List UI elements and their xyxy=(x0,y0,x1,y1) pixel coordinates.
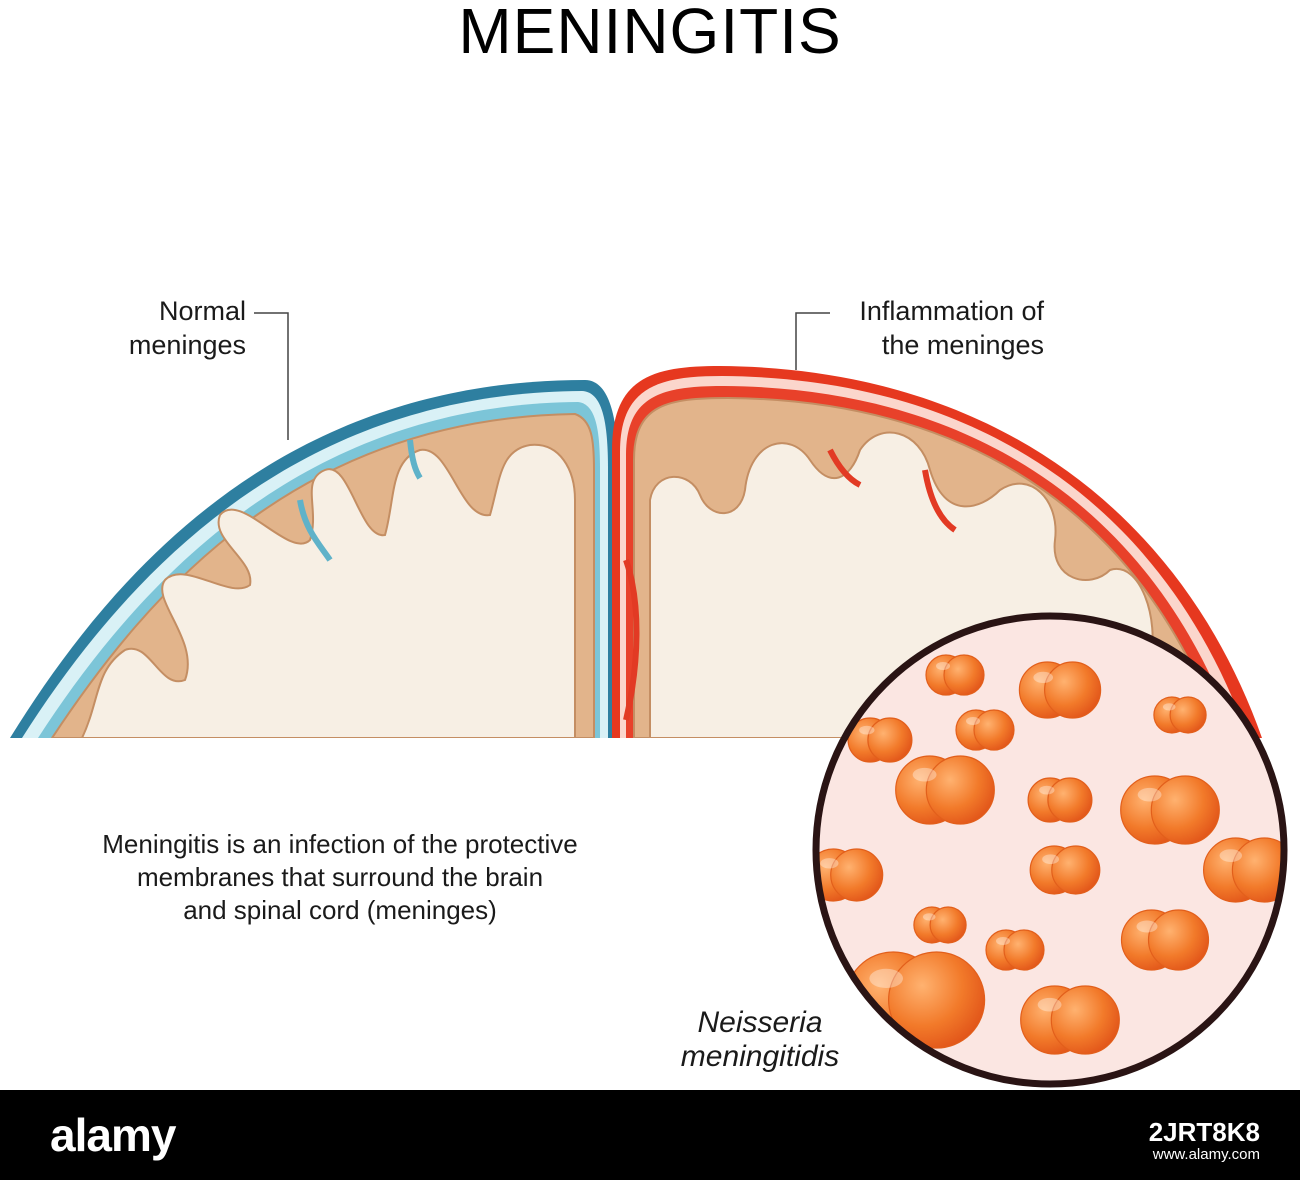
diplococcus-cell xyxy=(985,929,1045,971)
cell-highlight xyxy=(996,937,1010,945)
normal-sulcus xyxy=(297,499,333,562)
bacteria-species-label: Neisseria meningitidis xyxy=(640,1006,880,1074)
coccus xyxy=(1051,845,1101,895)
page-title: MENINGITIS xyxy=(458,0,842,67)
inflamed-meninges-label: Inflammation of the meninges xyxy=(790,294,1044,362)
normal-sulcus xyxy=(407,439,423,480)
coccus xyxy=(1043,661,1102,719)
cell-highlight xyxy=(912,767,937,782)
normal-hemisphere xyxy=(10,380,618,738)
watermark-site: www.alamy.com xyxy=(1152,1146,1260,1163)
coccus xyxy=(943,654,985,696)
description-text: Meningitis is an infection of the protec… xyxy=(40,828,640,927)
coccus xyxy=(1050,985,1120,1055)
coccus xyxy=(1147,909,1210,971)
coccus xyxy=(973,709,1015,751)
cell-highlight xyxy=(1033,671,1053,684)
cell-highlight xyxy=(1162,703,1176,711)
inflamed-sulcus xyxy=(922,469,957,533)
diplococcus-cell xyxy=(1120,909,1210,971)
watermark-brand: alamy xyxy=(50,1109,176,1161)
coccus xyxy=(830,848,884,902)
cell-highlight xyxy=(922,913,936,921)
inflamed-leader-line xyxy=(795,312,830,370)
coccus xyxy=(1150,775,1220,845)
cell-highlight xyxy=(1039,785,1055,795)
coccus xyxy=(1169,696,1207,734)
coccus xyxy=(1047,777,1093,823)
diplococcus-cell xyxy=(925,654,985,696)
diplococcus-cell xyxy=(955,709,1015,751)
coccus xyxy=(867,717,913,763)
normal-meninges-label: Normal meninges xyxy=(80,294,246,362)
cell-highlight xyxy=(1137,787,1162,802)
cell-highlight xyxy=(820,858,839,869)
bacteria-cells xyxy=(816,654,1284,1055)
cell-highlight xyxy=(869,968,903,989)
diplococcus-cell xyxy=(1020,985,1120,1055)
normal-label-line: meninges xyxy=(128,330,246,360)
normal-leader-line xyxy=(254,312,289,440)
cell-highlight xyxy=(1219,849,1243,862)
cell-highlight xyxy=(859,725,875,735)
diplococcus-cell xyxy=(895,755,995,825)
diplococcus-cell xyxy=(913,906,967,944)
watermark-image-id: 2JRT8K8 xyxy=(1148,1117,1260,1147)
diplococcus-cell xyxy=(1120,775,1220,845)
description-line: Meningitis is an infection of the protec… xyxy=(102,829,578,859)
cell-highlight xyxy=(1037,997,1062,1012)
diplococcus-cell xyxy=(847,717,913,763)
diplococcus-cell xyxy=(1153,696,1207,734)
coccus xyxy=(1003,929,1045,971)
coccus xyxy=(925,755,995,825)
diplococcus-cell xyxy=(1029,845,1101,895)
inflamed-sulcus xyxy=(623,559,640,721)
watermark-footer: alamy 2JRT8K8 www.alamy.com xyxy=(0,1090,1300,1180)
description-line: membranes that surround the brain xyxy=(136,862,544,892)
inflamed-label-line: Inflammation of xyxy=(859,296,1044,326)
coccus xyxy=(929,906,967,944)
cell-highlight xyxy=(1136,920,1158,933)
cell-highlight xyxy=(936,662,950,670)
species-genus: Neisseria xyxy=(697,1006,823,1039)
cell-highlight xyxy=(966,717,980,725)
normal-label-line: Normal xyxy=(158,296,246,326)
diplococcus-cell xyxy=(1018,661,1102,719)
normal-white-matter xyxy=(80,443,576,738)
bacteria-magnifier xyxy=(812,612,1288,1088)
inflamed-sulcus xyxy=(827,448,862,488)
species-epithet: meningitidis xyxy=(680,1040,840,1073)
cell-highlight xyxy=(1042,854,1059,864)
inflamed-label-line: the meninges xyxy=(881,330,1044,360)
description-line: and spinal cord (meninges) xyxy=(183,895,497,925)
diplococcus-cell xyxy=(1027,777,1093,823)
coccus xyxy=(887,951,986,1049)
